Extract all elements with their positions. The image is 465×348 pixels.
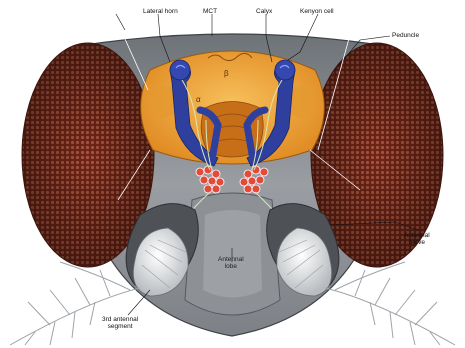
- label-third-antennal-segment: 3rd antennal segment: [102, 316, 138, 330]
- label-antennal-nerve-line1: Antennal: [404, 232, 430, 239]
- label-antennal-lobe: Antennal lobe: [218, 256, 244, 270]
- label-beta-lobe: β: [224, 70, 229, 77]
- left-arista: [10, 262, 140, 345]
- face-ridge: [203, 210, 262, 298]
- label-kenyon-cell: Kenyon cell: [300, 8, 334, 15]
- label-alpha-lobe: α: [196, 96, 201, 103]
- label-antennal-lobe-line2: lobe: [225, 263, 237, 270]
- label-antennal-lobe-line1: Antennal: [218, 256, 244, 263]
- label-third-antennal-line1: 3rd antennal: [102, 316, 138, 323]
- brain: [141, 51, 325, 164]
- label-peduncle: Peduncle: [392, 32, 419, 39]
- label-antennal-nerve: Antennal nerve: [404, 232, 430, 246]
- right-arista: [325, 262, 455, 345]
- label-calyx: Calyx: [256, 8, 272, 15]
- label-third-antennal-line2: segment: [108, 323, 133, 330]
- label-antennal-nerve-line2: nerve: [409, 239, 425, 246]
- label-mct: MCT: [203, 8, 217, 15]
- label-lateral-horn: Lateral horn: [143, 8, 178, 15]
